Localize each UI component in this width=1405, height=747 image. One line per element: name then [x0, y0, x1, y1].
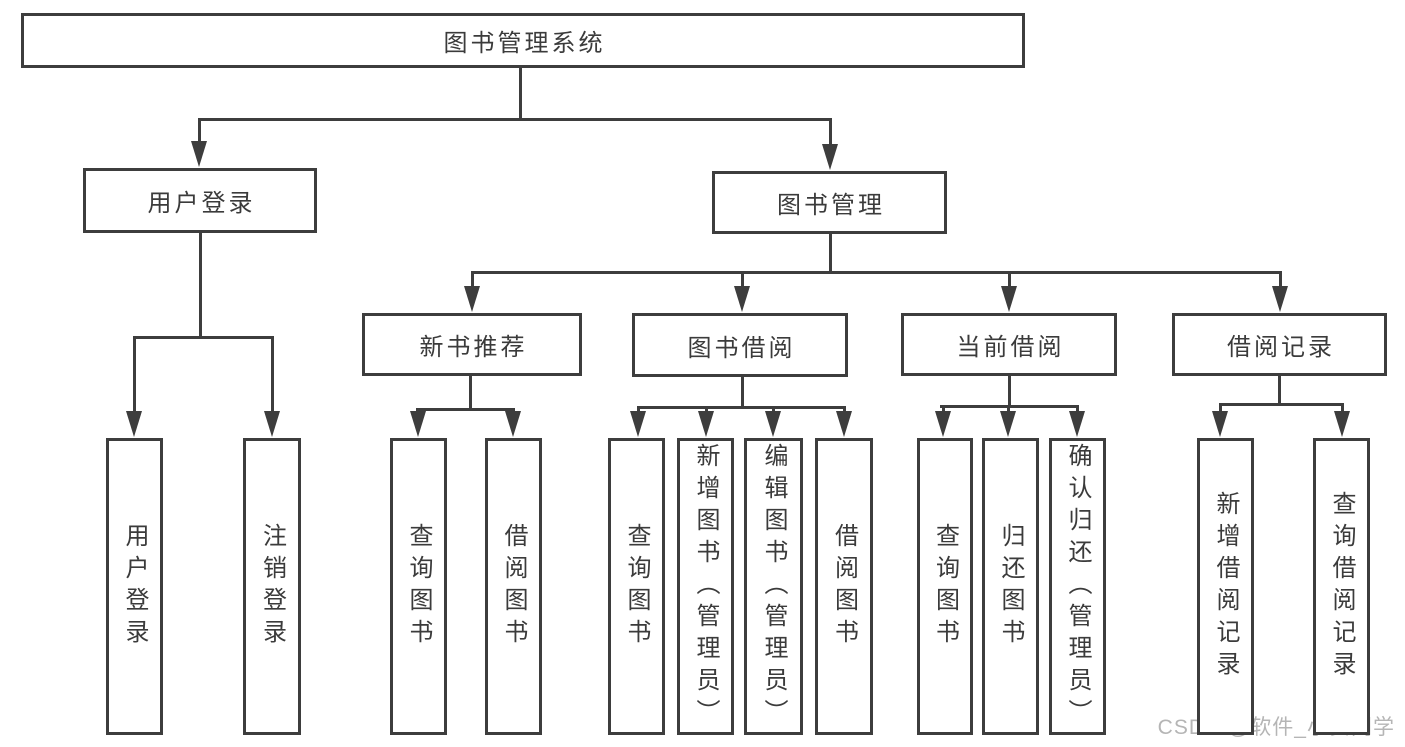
- node-label: 查询图书: [405, 522, 432, 651]
- node-leaf-borrow-book-borrowing: 借阅图书: [815, 438, 873, 735]
- connector-arrow-stem: [1006, 405, 1010, 411]
- node-leaf-query-book-current: 查询图书: [917, 438, 973, 735]
- node-label: 借阅图书: [500, 522, 527, 651]
- connector-arrow-stem: [132, 336, 136, 411]
- arrow-down-icon: [1272, 286, 1288, 312]
- node-user-login: 用户登录: [83, 168, 317, 233]
- connector-stem: [740, 377, 744, 409]
- arrow-down-icon: [630, 411, 646, 437]
- arrow-down-icon: [698, 411, 714, 437]
- node-leaf-query-borrow-record: 查询借阅记录: [1313, 438, 1370, 735]
- connector-stem: [828, 234, 832, 274]
- node-label: 查询借阅记录: [1328, 490, 1355, 683]
- arrow-down-icon: [464, 286, 480, 312]
- arrow-down-icon: [1000, 411, 1016, 437]
- arrow-down-icon: [264, 411, 280, 437]
- node-label: 图书借阅: [687, 334, 796, 362]
- connector-arrow-stem: [1340, 403, 1344, 411]
- node-label: 查询图书: [931, 522, 959, 651]
- node-label: 确认归还（管理员）: [1064, 442, 1091, 731]
- node-label: 用户登录: [147, 190, 256, 217]
- node-leaf-borrow-book-recommend: 借阅图书: [485, 438, 542, 735]
- node-leaf-query-book-recommend: 查询图书: [390, 438, 447, 735]
- node-leaf-logout: 注销登录: [243, 438, 301, 735]
- arrow-down-icon: [822, 144, 838, 170]
- connector-stem: [1277, 376, 1281, 406]
- node-label: 查询图书: [623, 522, 650, 651]
- connector-arrow-stem: [740, 271, 744, 286]
- node-leaf-return-book: 归还图书: [982, 438, 1039, 735]
- arrow-down-icon: [1001, 286, 1017, 312]
- connector-bar: [198, 118, 831, 121]
- node-label: 注销登录: [258, 522, 286, 651]
- node-leaf-add-borrow-record: 新增借阅记录: [1197, 438, 1254, 735]
- arrow-down-icon: [410, 411, 426, 437]
- node-leaf-confirm-return-admin: 确认归还（管理员）: [1049, 438, 1106, 735]
- connector-bar: [471, 271, 1281, 274]
- arrow-down-icon: [1069, 411, 1085, 437]
- node-current-borrowing: 当前借阅: [901, 313, 1117, 376]
- arrow-down-icon: [836, 411, 852, 437]
- node-leaf-user-login: 用户登录: [106, 438, 163, 735]
- arrow-down-icon: [1334, 411, 1350, 437]
- connector-stem: [468, 376, 472, 411]
- node-root: 图书管理系统: [21, 13, 1025, 68]
- node-borrowing-records: 借阅记录: [1172, 313, 1387, 376]
- node-book-management: 图书管理: [712, 171, 947, 234]
- node-leaf-query-book-borrowing: 查询图书: [608, 438, 665, 735]
- arrow-down-icon: [505, 411, 521, 437]
- node-label: 编辑图书（管理员）: [760, 442, 787, 731]
- connector-arrow-stem: [1218, 403, 1222, 411]
- node-label: 新书推荐: [419, 334, 528, 361]
- connector-bar: [1219, 403, 1343, 406]
- connector-bar: [416, 408, 514, 411]
- connector-arrow-stem: [1007, 271, 1011, 286]
- arrow-down-icon: [191, 141, 207, 167]
- connector-stem: [1007, 376, 1011, 408]
- connector-stem: [198, 233, 202, 339]
- arrow-down-icon: [734, 286, 750, 312]
- node-label: 图书管理系统: [443, 30, 606, 57]
- node-leaf-add-book-admin: 新增图书（管理员）: [677, 438, 734, 735]
- node-label: 归还图书: [997, 522, 1024, 651]
- arrow-down-icon: [765, 411, 781, 437]
- node-leaf-edit-book-admin: 编辑图书（管理员）: [744, 438, 803, 735]
- node-label: 图书管理: [777, 192, 885, 219]
- node-label: 新增借阅记录: [1212, 490, 1239, 683]
- connector-arrow-stem: [941, 405, 945, 411]
- node-book-borrowing: 图书借阅: [632, 313, 848, 377]
- connector-arrow-stem: [1278, 271, 1282, 286]
- node-new-book-recommend: 新书推荐: [362, 313, 582, 376]
- connector-arrow-stem: [470, 271, 474, 286]
- connector-stem: [518, 68, 522, 121]
- connector-arrow-stem: [197, 118, 201, 141]
- node-label: 新增图书（管理员）: [692, 442, 719, 731]
- connector-arrow-stem: [828, 118, 832, 144]
- node-label: 当前借阅: [956, 334, 1065, 361]
- node-label: 借阅记录: [1227, 334, 1335, 361]
- arrow-down-icon: [1212, 411, 1228, 437]
- connector-arrow-stem: [270, 336, 274, 411]
- connector-bar: [133, 336, 273, 339]
- node-label: 借阅图书: [830, 522, 858, 651]
- node-label: 用户登录: [121, 522, 148, 651]
- arrow-down-icon: [935, 411, 951, 437]
- connector-arrow-stem: [1075, 405, 1079, 411]
- arrow-down-icon: [126, 411, 142, 437]
